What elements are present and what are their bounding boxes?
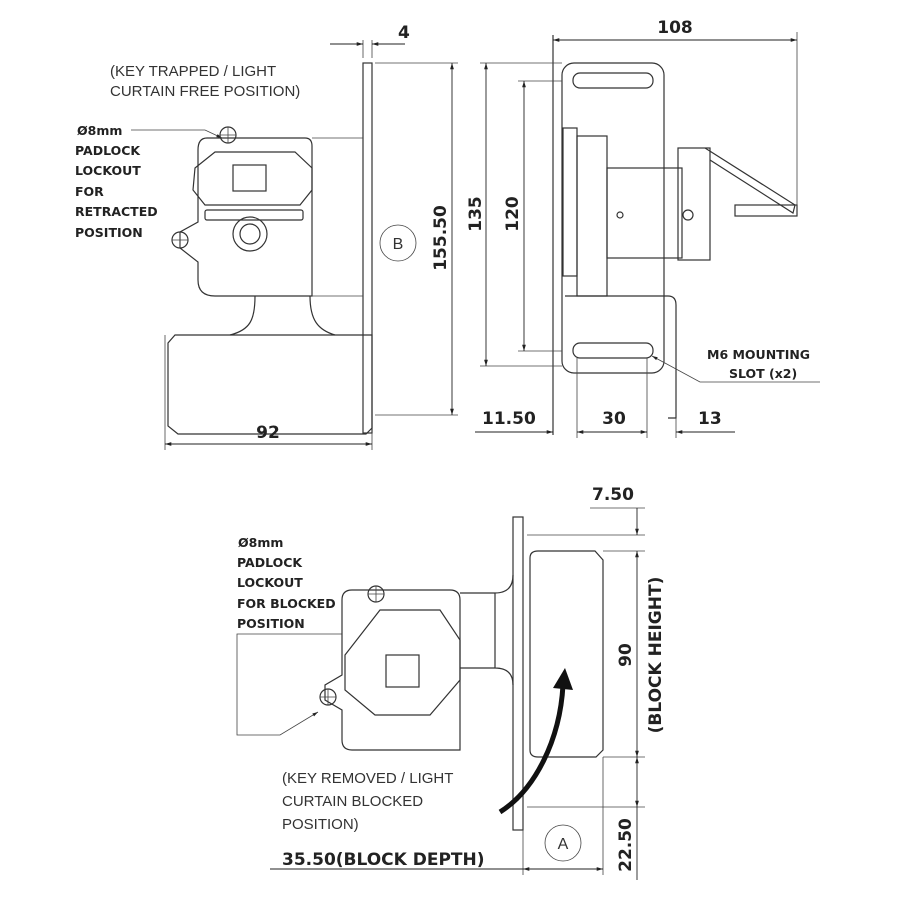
dimension-bottom-offset: 22.50 xyxy=(616,818,636,872)
slot-leader-line xyxy=(651,355,820,383)
padlock-label-line: POSITION xyxy=(75,225,143,240)
centerline xyxy=(320,689,336,705)
cam-roller-inner xyxy=(239,223,261,245)
front-view-key-removed: Ø8mm PADLOCK LOCKOUT FOR BLOCKED POSITIO… xyxy=(236,485,666,880)
padlock-leader-line xyxy=(131,129,223,139)
rotation-arrow-icon xyxy=(498,684,566,815)
rotation-arrowhead-icon xyxy=(553,668,573,690)
dimension-block-height-label: (BLOCK HEIGHT) xyxy=(646,577,666,734)
dimension-bracket-height: 135 xyxy=(466,196,486,232)
dimension-height: 155.50 xyxy=(431,205,451,271)
dimension-top-offset: 7.50 xyxy=(592,485,634,505)
slot-count-label: SLOT (x2) xyxy=(729,366,797,381)
note-key-trapped-line2: CURTAIN FREE POSITION) xyxy=(110,83,300,100)
padlock-label-blocked: Ø8mm PADLOCK LOCKOUT FOR BLOCKED POSITIO… xyxy=(236,535,342,736)
dimension-block-depth: 35.50(BLOCK DEPTH) xyxy=(282,850,485,870)
lock-body xyxy=(324,589,461,751)
padlock-label-line: PADLOCK xyxy=(75,143,141,158)
dimension-right-offset: 13 xyxy=(698,409,722,429)
view-marker-a xyxy=(544,824,582,862)
mounting-plate xyxy=(512,516,524,831)
centerline xyxy=(220,127,236,143)
centerline xyxy=(368,586,384,602)
lock-cover xyxy=(192,151,313,206)
slot-label: M6 MOUNTING xyxy=(707,347,810,362)
dimension-thickness: 4 xyxy=(398,23,410,43)
centerline xyxy=(172,232,188,248)
neck-outline xyxy=(229,295,336,336)
padlock-label-line: PADLOCK xyxy=(237,555,303,570)
view-marker-b-label: B xyxy=(393,236,404,253)
lock-housing xyxy=(576,135,608,297)
padlock-label-retracted: Ø8mm PADLOCK LOCKOUT FOR RETRACTED POSIT… xyxy=(75,123,223,240)
dimension-slot-length: 30 xyxy=(602,409,626,429)
key-slot xyxy=(232,164,267,192)
block-bend xyxy=(565,295,677,419)
view-marker-a-label: A xyxy=(558,836,569,853)
key-shaft xyxy=(734,204,798,217)
padlock-diameter-label: Ø8mm xyxy=(77,123,122,138)
pin-icon xyxy=(682,209,694,221)
cam-roller xyxy=(232,216,268,252)
note-key-removed-line1: (KEY REMOVED / LIGHT xyxy=(282,770,453,787)
mounting-slot-bottom xyxy=(572,342,654,359)
side-plate xyxy=(562,127,578,277)
padlock-label-line: LOCKOUT xyxy=(237,575,303,590)
mounting-plate xyxy=(362,62,373,434)
view-marker-b xyxy=(379,224,417,262)
key-head xyxy=(677,147,711,261)
side-view: 108 135 120 11.50 30 13 M6 MOUNTING SLOT… xyxy=(466,18,820,438)
padlock-label-line: LOCKOUT xyxy=(75,163,141,178)
neck-outline xyxy=(460,574,514,686)
padlock-leader-line xyxy=(236,633,342,736)
note-key-removed-line2: CURTAIN BLOCKED xyxy=(282,793,423,810)
block-plate xyxy=(167,334,373,435)
note-key-removed-line3: POSITION) xyxy=(282,816,359,833)
block-plate xyxy=(529,550,604,758)
note-key-trapped-line1: (KEY TRAPPED / LIGHT xyxy=(110,63,276,80)
lock-body xyxy=(179,137,313,297)
padlock-label-line: FOR xyxy=(75,184,104,199)
dimension-left-offset: 11.50 xyxy=(482,409,536,429)
key-slot xyxy=(385,654,420,688)
dimension-width: 92 xyxy=(256,423,280,443)
dimension-slot-pitch: 120 xyxy=(503,196,523,232)
lock-barrel xyxy=(606,167,683,259)
lock-cover xyxy=(344,609,461,716)
dimension-overall-depth: 108 xyxy=(657,18,693,38)
mounting-bracket xyxy=(561,62,665,374)
padlock-label-line: RETRACTED xyxy=(75,204,158,219)
pin-icon xyxy=(616,211,624,219)
front-view-key-trapped: (KEY TRAPPED / LIGHT CURTAIN FREE POSITI… xyxy=(75,23,458,450)
mounting-slot-top xyxy=(572,72,654,89)
lever-bar xyxy=(204,209,304,221)
dimension-block-height: 90 xyxy=(616,643,636,667)
padlock-label-line: POSITION xyxy=(237,616,305,631)
padlock-label-line: FOR BLOCKED xyxy=(237,596,336,611)
padlock-diameter-label: Ø8mm xyxy=(238,535,283,550)
lever-arm xyxy=(704,147,796,214)
